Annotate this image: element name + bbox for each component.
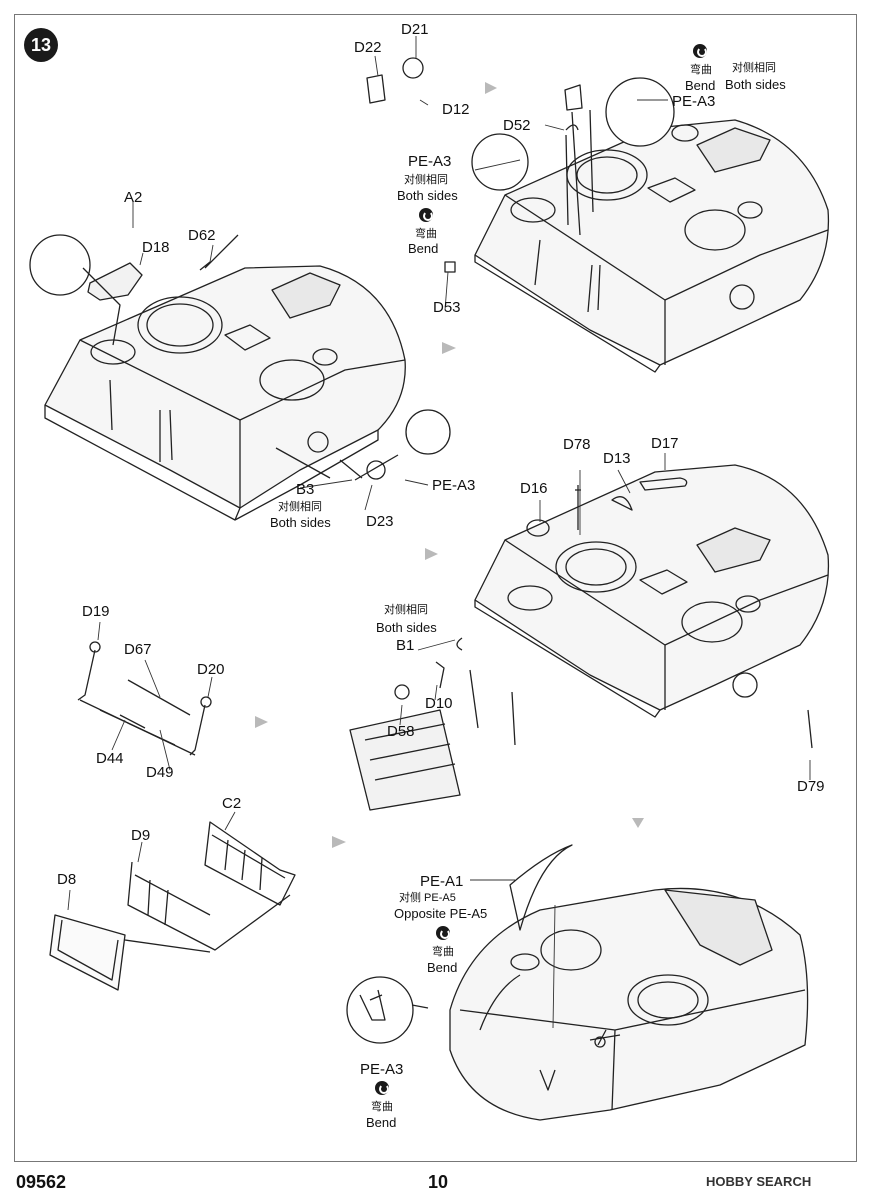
- label-pe-a3-left: PE-A3: [432, 477, 476, 494]
- hull-illustration-2: [366, 57, 830, 373]
- hull-illustration-4: [346, 844, 809, 1121]
- label-d8: D8: [57, 871, 77, 888]
- both-sides-en-mid: Both sides: [397, 188, 458, 203]
- bend-en-top-right: Bend: [685, 78, 716, 93]
- bend-en-bottom-left: Bend: [366, 1115, 397, 1130]
- opposite-en: Opposite PE-A5: [394, 906, 488, 921]
- bend-icon: [375, 1081, 389, 1095]
- label-pe-a1: PE-A1: [420, 873, 464, 890]
- both-sides-en-left: Both sides: [270, 515, 331, 530]
- label-b3: B3: [296, 481, 315, 498]
- label-d22: D22: [354, 39, 382, 56]
- bend-cn-top-right: 弯曲: [690, 64, 712, 76]
- both-sides-cn-b1: 对侧相同: [384, 604, 428, 616]
- bend-en-mid: Bend: [408, 241, 439, 256]
- bend-en-bottom-right: Bend: [427, 960, 458, 975]
- label-pe-a3-mid: PE-A3: [408, 153, 452, 170]
- page-number: 10: [428, 1172, 449, 1192]
- opposite-cn: 对侧 PE-A5: [399, 892, 456, 904]
- bend-cn-bottom-right: 弯曲: [432, 946, 454, 958]
- label-d49: D49: [146, 764, 174, 781]
- label-d53: D53: [433, 299, 461, 316]
- label-d19: D19: [82, 603, 110, 620]
- label-c2: C2: [222, 795, 242, 812]
- label-d16: D16: [520, 480, 548, 497]
- bend-icon: [419, 208, 433, 222]
- both-sides-cn-mid: 对侧相同: [404, 174, 448, 186]
- both-sides-en-top-right: Both sides: [725, 77, 786, 92]
- label-d13: D13: [603, 450, 631, 467]
- label-d21: D21: [401, 21, 429, 38]
- both-sides-cn-top-right: 对侧相同: [732, 62, 776, 74]
- hull-illustration-1: [29, 234, 451, 521]
- both-sides-cn-left: 对侧相同: [278, 501, 322, 513]
- label-a2: A2: [124, 189, 143, 206]
- frame-assembly-illustration: [77, 641, 212, 756]
- label-d78: D78: [563, 436, 591, 453]
- page-frame: [14, 14, 857, 1162]
- label-pe-a3-top-right: PE-A3: [672, 93, 716, 110]
- hull-illustration-3: [349, 464, 830, 811]
- label-d58: D58: [387, 723, 415, 740]
- bend-cn-bottom-left: 弯曲: [371, 1101, 393, 1113]
- label-d9: D9: [131, 827, 151, 844]
- label-d79: D79: [797, 778, 825, 795]
- both-sides-en-b1: Both sides: [376, 620, 437, 635]
- bend-icon: [693, 44, 707, 58]
- label-pe-a3-bottom: PE-A3: [360, 1061, 404, 1078]
- label-d67: D67: [124, 641, 152, 658]
- watermark-logo: HOBBY SEARCH: [706, 1174, 812, 1189]
- label-d12: D12: [442, 101, 470, 118]
- product-code: 09562: [16, 1172, 67, 1192]
- step-number-badge: 13: [24, 28, 58, 62]
- label-d17: D17: [651, 435, 679, 452]
- bend-cn-mid: 弯曲: [415, 228, 437, 240]
- bend-icon: [436, 926, 450, 940]
- label-d20: D20: [197, 661, 225, 678]
- label-d52: D52: [503, 117, 531, 134]
- label-d18: D18: [142, 239, 170, 256]
- ladder-assembly-illustration: [49, 821, 296, 991]
- label-d23: D23: [366, 513, 394, 530]
- label-b1: B1: [396, 637, 415, 654]
- label-d44: D44: [96, 750, 124, 767]
- flow-arrow-icon: [255, 82, 644, 848]
- label-d62: D62: [188, 227, 216, 244]
- label-d10: D10: [425, 695, 453, 712]
